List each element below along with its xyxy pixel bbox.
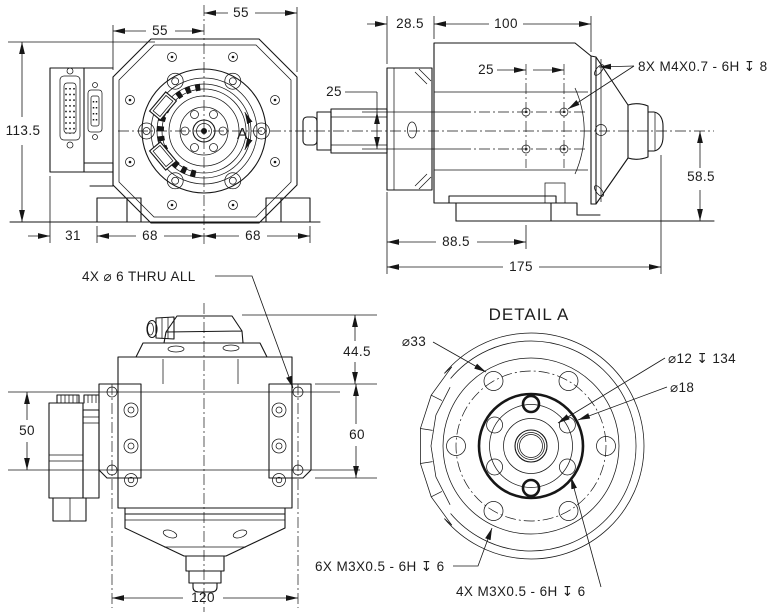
note-dia-18: ⌀18 [670,380,694,395]
center-bore-mid [517,432,545,460]
center-bore-outer [514,429,548,463]
center-bore [201,128,207,134]
detail-title: DETAIL A [489,305,570,324]
spindle-body-top [117,356,293,593]
dsub-connector-large [59,67,81,149]
hole-center-extension-lines [8,391,360,471]
dim-44-5: 44.5 [343,344,371,359]
outer-bolt-circle [455,370,607,522]
inner-bolt-circle [489,404,573,488]
front-view: A 55 55 113.5 31 68 68 4X ⌀ 6 THRU ALL [6,5,321,389]
note-dia-12: ⌀12 ↧ 134 [668,351,736,366]
front-dimensions: 55 55 113.5 31 68 68 [6,5,311,243]
dsub-connector-small [87,82,103,140]
top-centerlines [111,303,299,612]
rotor-plate-circle [141,68,267,194]
dim-55-left: 55 [152,23,168,38]
connector-housing [49,67,114,187]
center-bore-inner [519,434,543,458]
side-view: 28.5 100 25 25 8X M4X0.7 - 6H ↧ 8 58.5 8… [295,16,767,274]
mounting-plates [98,383,312,487]
bold-circle [477,392,585,500]
bore-counter-ring [503,418,559,474]
dim-25-horizontal: 25 [478,62,494,77]
side-dimensions: 28.5 100 25 25 8X M4X0.7 - 6H ↧ 8 58.5 8… [326,16,767,274]
top-dimensions: 44.5 60 50 120 [19,314,377,605]
detail-a-arc [244,111,253,151]
plate-washer-screws [138,72,270,190]
dim-28-5: 28.5 [396,16,424,31]
dim-58-5: 58.5 [687,169,715,184]
hole-note-leader [215,275,294,389]
dim-88-5: 88.5 [442,234,470,249]
rotor-plate-inner-circle [150,77,258,185]
dim-113-5: 113.5 [6,123,41,138]
dim-50: 50 [19,423,35,438]
cable-gland [135,315,268,358]
hub-window-lower [148,141,178,171]
detail-a-callout: A [237,126,248,143]
motor-box [48,394,100,522]
flange-outline [112,38,298,224]
motor-body [433,42,715,222]
note-dia-33: ⌀33 [402,334,426,349]
top-view: 44.5 60 50 120 [8,303,377,612]
detail-annotations: ⌀33 ⌀12 ↧ 134 ⌀18 6X M3X0.5 - 6H ↧ 6 4X … [315,334,736,599]
outer-holes-6x [446,371,616,521]
front-flange [386,67,433,191]
dim-25-vertical: 25 [326,84,342,99]
hub-window-upper [148,91,178,121]
inner-holes-6x [486,394,576,498]
flange-bolt-holes [125,52,280,210]
hole-note: 4X ⌀ 6 THRU ALL [82,269,196,284]
flange-inner-outline [118,44,292,218]
dim-68-right: 68 [245,228,261,243]
detail-a-view: DETAIL A ⌀33 [315,305,736,599]
dim-60: 60 [349,427,365,442]
thread-note-8x: 8X M4X0.7 - 6H ↧ 8 [638,59,768,74]
dim-100: 100 [494,16,518,31]
nose-cone [590,55,664,205]
detail-outer-rings [420,332,645,560]
note-thread-6x: 6X M3X0.5 - 6H ↧ 6 [315,559,445,574]
hub-tooth-band [156,83,201,179]
dim-175: 175 [509,259,533,274]
dim-31: 31 [65,228,81,243]
dim-120: 120 [191,590,215,605]
hub-screw-holes [180,110,228,152]
dim-55-right: 55 [233,5,249,20]
note-thread-4x: 4X M3X0.5 - 6H ↧ 6 [456,584,586,599]
face-hole-pattern [362,64,588,168]
mounting-feet [96,197,311,223]
dim-68-left: 68 [142,228,158,243]
